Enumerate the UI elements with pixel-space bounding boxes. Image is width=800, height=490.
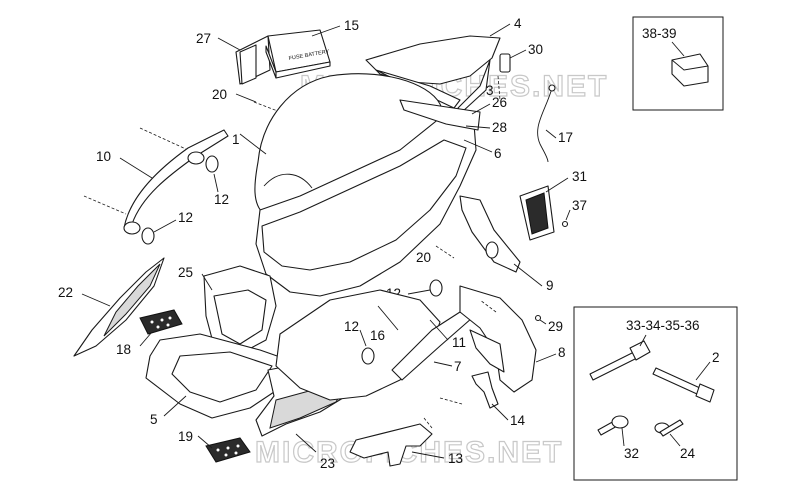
callout-15: 15 — [344, 18, 359, 33]
callout-31: 31 — [572, 169, 587, 184]
callout-20-lower: 20 — [416, 250, 431, 265]
callout-11: 11 — [452, 335, 466, 350]
washer-12-upper — [205, 155, 219, 173]
callout-22: 22 — [58, 285, 73, 300]
callout-30: 30 — [528, 42, 543, 57]
side-panel-22 — [73, 257, 165, 357]
footrest-19 — [205, 437, 251, 463]
callout-17: 17 — [558, 130, 573, 145]
screw-33-36 — [589, 340, 651, 381]
washer-12-right — [429, 279, 443, 297]
callout-4: 4 — [514, 16, 522, 31]
cable-17 — [537, 87, 553, 163]
callout-27: 27 — [196, 31, 211, 46]
callout-37: 37 — [572, 198, 587, 213]
grab-handle-10 — [83, 127, 229, 235]
bushing-30 — [499, 53, 511, 73]
side-panel-16 — [275, 289, 441, 401]
callout-23: 23 — [320, 456, 335, 471]
callout-12-upper: 12 — [214, 192, 229, 207]
callout-9: 9 — [546, 278, 554, 293]
callout-12-left: 12 — [178, 210, 193, 225]
callout-14: 14 — [510, 413, 526, 428]
callout-3: 3 — [486, 83, 494, 98]
callout-8: 8 — [558, 345, 566, 360]
callout-38-39: 38-39 — [642, 26, 677, 41]
inset-box-38-39: 38-39 — [632, 16, 724, 111]
callout-18: 18 — [116, 342, 131, 357]
callout-6: 6 — [494, 146, 502, 161]
callout-1: 1 — [232, 132, 240, 147]
license-plate-holder-31 — [519, 185, 555, 241]
callout-32: 32 — [624, 446, 639, 461]
washer-12-left — [141, 227, 155, 245]
screw-37 — [561, 220, 569, 228]
rear-lower-panel-8 — [459, 285, 537, 393]
callout-2: 2 — [712, 350, 720, 365]
inset-box-hardware: 33-34-35-36 2 32 24 — [573, 306, 738, 481]
callout-29: 29 — [548, 319, 563, 334]
helmet-compartment — [255, 99, 481, 297]
callout-10: 10 — [96, 149, 111, 164]
central-tunnel-25 — [203, 265, 277, 357]
callout-33-36: 33-34-35-36 — [626, 318, 700, 333]
bracket-14 — [471, 371, 499, 409]
rear-fender-9 — [459, 195, 521, 273]
callout-28: 28 — [492, 120, 507, 135]
callout-7: 7 — [454, 359, 462, 374]
clip-part-38-39 — [671, 53, 709, 87]
callout-26: 26 — [492, 95, 507, 110]
callout-19: 19 — [178, 429, 193, 444]
lower-bracket-13 — [349, 423, 433, 467]
screw-29 — [534, 314, 542, 322]
callout-13: 13 — [448, 451, 463, 466]
washer-12-lower — [361, 347, 375, 365]
fuse-battery-box-15: FUSE BATTERY — [265, 29, 331, 79]
footrest-18 — [139, 309, 183, 335]
callout-20-upper: 20 — [212, 87, 227, 102]
battery-cover-27 — [235, 35, 271, 85]
bolt-2 — [652, 367, 715, 403]
screw-24 — [654, 419, 684, 437]
callout-24: 24 — [680, 446, 696, 461]
callout-25: 25 — [178, 265, 193, 280]
screw-32 — [597, 415, 629, 436]
callout-16: 16 — [370, 328, 385, 343]
callout-5: 5 — [150, 412, 158, 427]
callout-12-lower: 12 — [344, 319, 359, 334]
